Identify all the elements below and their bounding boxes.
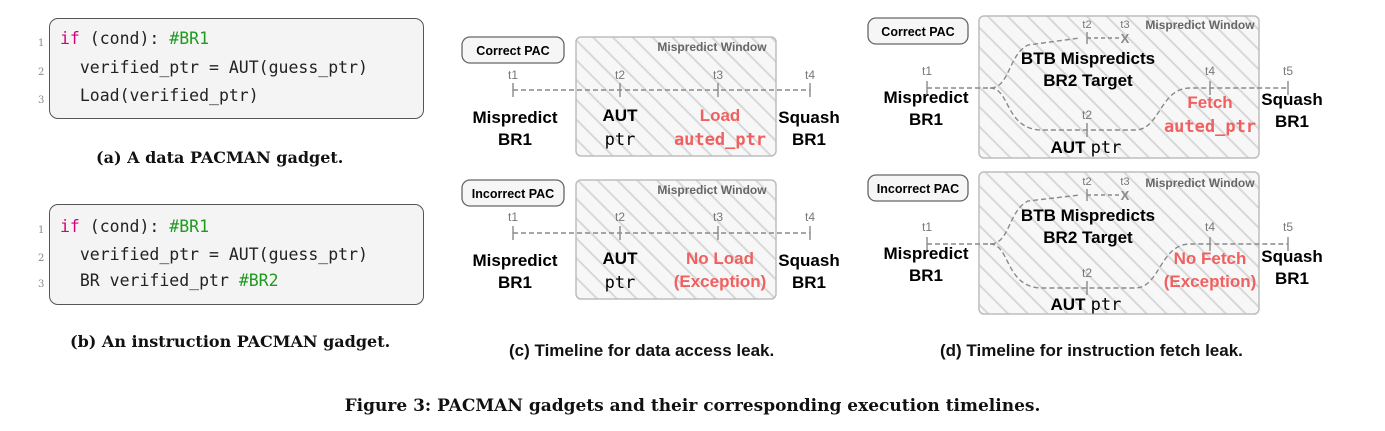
squash-br: BR1 [1275, 269, 1309, 288]
code-line-b2: verified_ptr = AUT(guess_ptr) [60, 245, 368, 264]
event-label: Load [700, 106, 741, 125]
event-label: Fetch [1187, 93, 1232, 112]
aut-ptr: ptr [1091, 138, 1122, 158]
window-label-c-incorrect: Mispredict Window [657, 183, 767, 197]
btb-target: BR2 Target [1043, 228, 1133, 247]
mispredict-br: BR1 [909, 110, 943, 129]
tick-c3b: t3 [713, 210, 723, 224]
code-block-a: if (cond): #BR1 verified_ptr = AUT(guess… [49, 18, 424, 119]
line-number-b2: 2 [38, 253, 45, 264]
code-line-a3: Load(verified_ptr) [60, 86, 259, 105]
tick-c4b: t4 [805, 210, 815, 224]
tick-d4b: t4 [1205, 220, 1215, 234]
mispredict-window-c-correct [575, 36, 777, 157]
line-number-a1: 1 [38, 38, 45, 49]
mispredict-br: BR1 [498, 130, 532, 149]
window-label-c-correct: Mispredict Window [657, 40, 767, 54]
mispredict-window-d-incorrect [978, 171, 1260, 315]
btb-label: BTB Mispredicts [1021, 206, 1155, 225]
btb-target: BR2 Target [1043, 71, 1133, 90]
mispredict-label: Mispredict [883, 88, 968, 107]
code-block-b: if (cond): #BR1 verified_ptr = AUT(guess… [49, 204, 424, 305]
tag-correct-pac-d [867, 17, 969, 45]
caption-d: (d) Timeline for instruction fetch leak. [940, 341, 1243, 360]
mispredict-label: Mispredict [472, 108, 557, 127]
event-label: No Load [686, 249, 754, 268]
code-line-a1: if (cond): #BR1 [60, 29, 210, 48]
mispredict-label: Mispredict [472, 251, 557, 270]
tick-d1: t1 [922, 64, 932, 78]
tick-c1: t1 [508, 68, 518, 82]
mispredict-window-c-incorrect [575, 179, 777, 300]
squash-label: Squash [1261, 247, 1322, 266]
tick-c4: t4 [805, 68, 815, 82]
tag-incorrect-pac-c-label: Incorrect PAC [472, 187, 554, 201]
tick-d2: t2 [1082, 108, 1092, 122]
event-detail: (Exception) [674, 272, 767, 291]
tick-d5b: t5 [1283, 220, 1293, 234]
caption-a: (a) A data PACMAN gadget. [96, 148, 344, 167]
caption-b: (b) An instruction PACMAN gadget. [70, 332, 391, 351]
tick-d2b: t2 [1082, 266, 1092, 280]
code-line-b1: if (cond): #BR1 [60, 217, 210, 236]
event-detail: auted_ptr [674, 130, 766, 150]
caption-c: (c) Timeline for data access leak. [509, 341, 775, 360]
aut-ptr: ptr [605, 273, 636, 293]
line-number-b1: 1 [38, 225, 45, 236]
aut-label: AUT [1051, 295, 1087, 314]
aut-ptr: ptr [1091, 295, 1122, 315]
tag-correct-pac-d-label: Correct PAC [881, 25, 954, 39]
tag-incorrect-pac-d [867, 174, 969, 202]
tag-incorrect-pac-c [461, 179, 565, 207]
tick-c2b: t2 [615, 210, 625, 224]
squash-label: Squash [1261, 90, 1322, 109]
timeline-d-incorrect: Mispredict Window Incorrect PAC t2 t3 X … [867, 171, 1323, 315]
squash-br: BR1 [792, 130, 826, 149]
squash-label: Squash [778, 251, 839, 270]
tick-d5: t5 [1283, 64, 1293, 78]
tick-c1b: t1 [508, 210, 518, 224]
tag-correct-pac-c [461, 36, 565, 64]
code-line-a2: verified_ptr = AUT(guess_ptr) [60, 58, 368, 77]
window-label-d-correct: Mispredict Window [1145, 18, 1255, 32]
line-number-a2: 2 [38, 67, 45, 78]
line-number-b3: 3 [38, 279, 45, 290]
squash-label: Squash [778, 108, 839, 127]
aut-label: AUT [603, 249, 639, 268]
mispredict-br: BR1 [909, 266, 943, 285]
window-label-d-incorrect: Mispredict Window [1145, 176, 1255, 190]
tick-c2: t2 [615, 68, 625, 82]
timeline-c-correct: Mispredict Window Correct PAC t1 t2 t3 t… [461, 36, 840, 157]
btb-label: BTB Mispredicts [1021, 49, 1155, 68]
tick-d2-top: t2 [1082, 19, 1091, 31]
squash-br: BR1 [1275, 112, 1309, 131]
x-mark-icon: X [1121, 188, 1130, 203]
code-line-b3: BR verified_ptr #BR2 [60, 271, 279, 290]
aut-label: AUT [1051, 138, 1087, 157]
timeline-d-correct: Mispredict Window Correct PAC t2 t3 X t1… [867, 15, 1323, 159]
tick-c3: t3 [713, 68, 723, 82]
tick-d2-top-b: t2 [1082, 176, 1091, 188]
event-label: No Fetch [1174, 249, 1247, 268]
timeline-c-incorrect: Mispredict Window Incorrect PAC t1 t2 t3… [461, 179, 840, 300]
line-number-a3: 3 [38, 95, 45, 106]
aut-ptr: ptr [605, 130, 636, 150]
mispredict-window-d-correct [978, 15, 1260, 159]
x-mark-icon: X [1121, 31, 1130, 46]
tick-d3b: t3 [1120, 176, 1129, 188]
event-detail: auted_ptr [1164, 117, 1256, 137]
tag-incorrect-pac-d-label: Incorrect PAC [877, 182, 959, 196]
squash-br: BR1 [792, 273, 826, 292]
event-detail: (Exception) [1164, 272, 1257, 291]
tick-d4: t4 [1205, 64, 1215, 78]
tick-d1b: t1 [922, 220, 932, 234]
tag-correct-pac-c-label: Correct PAC [476, 44, 549, 58]
aut-label: AUT [603, 106, 639, 125]
tick-d3: t3 [1120, 19, 1129, 31]
mispredict-br: BR1 [498, 273, 532, 292]
mispredict-label: Mispredict [883, 244, 968, 263]
figure-caption: Figure 3: PACMAN gadgets and their corre… [344, 396, 1041, 416]
